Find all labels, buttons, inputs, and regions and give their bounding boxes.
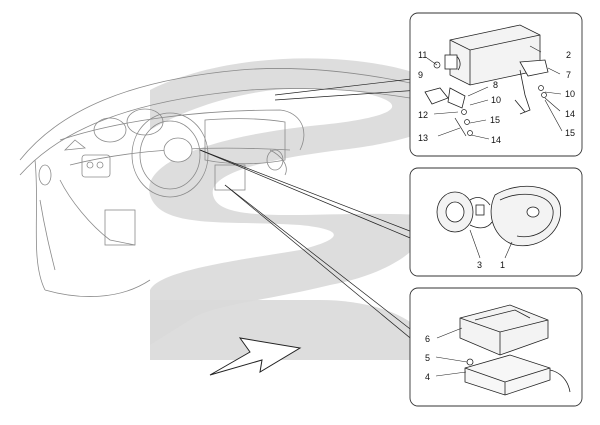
gauge-cluster-left bbox=[93, 117, 127, 143]
car-interior-sketch bbox=[19, 67, 421, 297]
door-line bbox=[44, 279, 151, 297]
panel-middle-callout-lines bbox=[469, 229, 513, 259]
callout-4: 4 bbox=[425, 372, 430, 382]
steering-hub bbox=[163, 137, 193, 163]
a-pillar-line bbox=[34, 159, 46, 291]
driver-airbag-icon bbox=[490, 185, 562, 247]
callout-7: 7 bbox=[566, 70, 571, 80]
direction-arrow-icon bbox=[209, 337, 302, 376]
door-pocket bbox=[39, 199, 56, 271]
swoosh-shape bbox=[149, 58, 459, 345]
bracket-icon bbox=[424, 59, 549, 109]
windshield-lower-line bbox=[19, 88, 411, 176]
airbag-control-unit-icon bbox=[464, 354, 571, 396]
panel-bottom-callout-lines bbox=[435, 327, 468, 377]
dash-top bbox=[59, 109, 305, 151]
callout-14-left: 14 bbox=[491, 135, 501, 145]
callout-1: 1 bbox=[500, 260, 505, 270]
callout-12: 12 bbox=[418, 110, 428, 120]
callout-9: 9 bbox=[418, 70, 423, 80]
right-vent-circle bbox=[266, 149, 284, 171]
center-stack bbox=[204, 118, 286, 165]
callout-11: 11 bbox=[418, 50, 427, 60]
panel-middle: 3 1 bbox=[409, 167, 583, 277]
steering-wheel-inner bbox=[139, 120, 201, 190]
callout-3: 3 bbox=[477, 260, 482, 270]
door-handle bbox=[38, 164, 52, 186]
callout-6: 6 bbox=[425, 334, 430, 344]
callout-14-right: 14 bbox=[565, 109, 575, 119]
windshield-top-line bbox=[19, 67, 421, 161]
swoosh-base bbox=[150, 300, 420, 360]
callout-5: 5 bbox=[425, 353, 430, 363]
callout-10-right: 10 bbox=[565, 89, 575, 99]
panel-bottom: 6 5 4 bbox=[409, 287, 583, 407]
ecu-cover-icon bbox=[459, 304, 549, 356]
callout-2: 2 bbox=[566, 50, 571, 60]
callout-8: 8 bbox=[493, 80, 498, 90]
callout-10-left: 10 bbox=[491, 95, 501, 105]
console-side bbox=[59, 179, 136, 246]
center-console bbox=[214, 164, 246, 191]
clock-spring-icon bbox=[436, 191, 493, 233]
callout-13: 13 bbox=[418, 133, 428, 143]
gauge-cluster-right bbox=[126, 108, 164, 136]
climate-panel bbox=[81, 154, 111, 178]
background-swoosh bbox=[149, 58, 459, 360]
left-vent bbox=[63, 139, 87, 151]
panel-top-callout-lines bbox=[426, 45, 563, 140]
panel-top: 11 9 2 7 8 10 10 12 15 15 13 14 14 bbox=[409, 12, 583, 157]
glovebox bbox=[104, 209, 136, 246]
callout-15-right: 15 bbox=[565, 128, 575, 138]
passenger-airbag-module-icon bbox=[444, 24, 541, 115]
steering-wheel-rim bbox=[131, 112, 209, 198]
callout-15-left: 15 bbox=[490, 115, 500, 125]
